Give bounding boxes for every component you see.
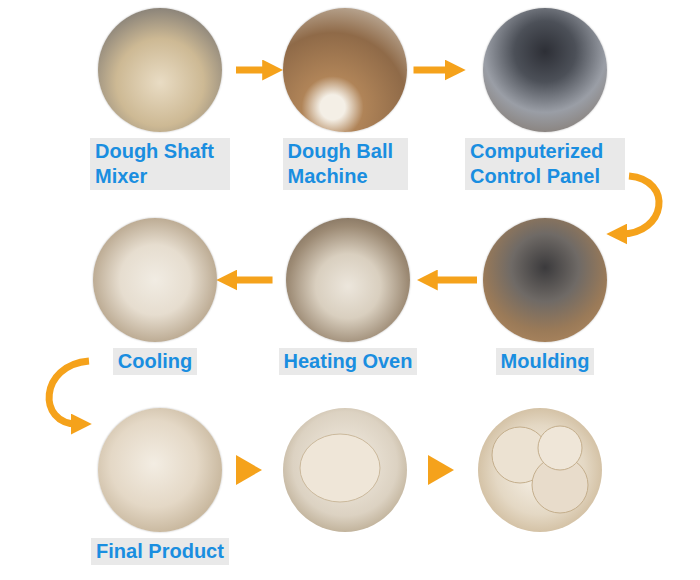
step-label: Moulding — [496, 348, 595, 375]
step-label: Dough Ball Machine — [283, 138, 408, 190]
step-photo — [286, 218, 410, 342]
flow-arrow — [231, 277, 273, 284]
step-photo — [98, 408, 222, 532]
process-step: Dough Ball Machine — [283, 8, 408, 190]
process-step: Cooling — [93, 218, 217, 375]
process-step: Moulding — [483, 218, 607, 375]
flow-arrow — [414, 67, 452, 74]
step-label: Computerized Control Panel — [465, 138, 625, 190]
step-label: Final Product — [91, 538, 229, 565]
product-photo — [283, 408, 407, 532]
step-label: Heating Oven — [279, 348, 418, 375]
step-photo — [483, 8, 607, 132]
process-step: Final Product — [91, 408, 229, 565]
product-photo — [478, 408, 602, 532]
bread-shape — [300, 434, 380, 502]
process-step: Heating Oven — [279, 218, 418, 375]
step-photo — [98, 8, 222, 132]
flow-arrow — [236, 455, 262, 485]
step-label: Dough Shaft Mixer — [90, 138, 230, 190]
process-step: Computerized Control Panel — [465, 8, 625, 190]
step-photo — [483, 218, 607, 342]
process-step: Dough Shaft Mixer — [90, 8, 230, 190]
step-photo — [93, 218, 217, 342]
flow-arrow — [431, 277, 477, 284]
flow-arrow — [49, 361, 89, 424]
flow-arrow — [621, 176, 659, 234]
flow-arrow — [236, 67, 269, 74]
bread-shape — [538, 426, 582, 470]
flow-arrow — [428, 455, 454, 485]
step-photo — [283, 8, 407, 132]
step-label: Cooling — [113, 348, 197, 375]
